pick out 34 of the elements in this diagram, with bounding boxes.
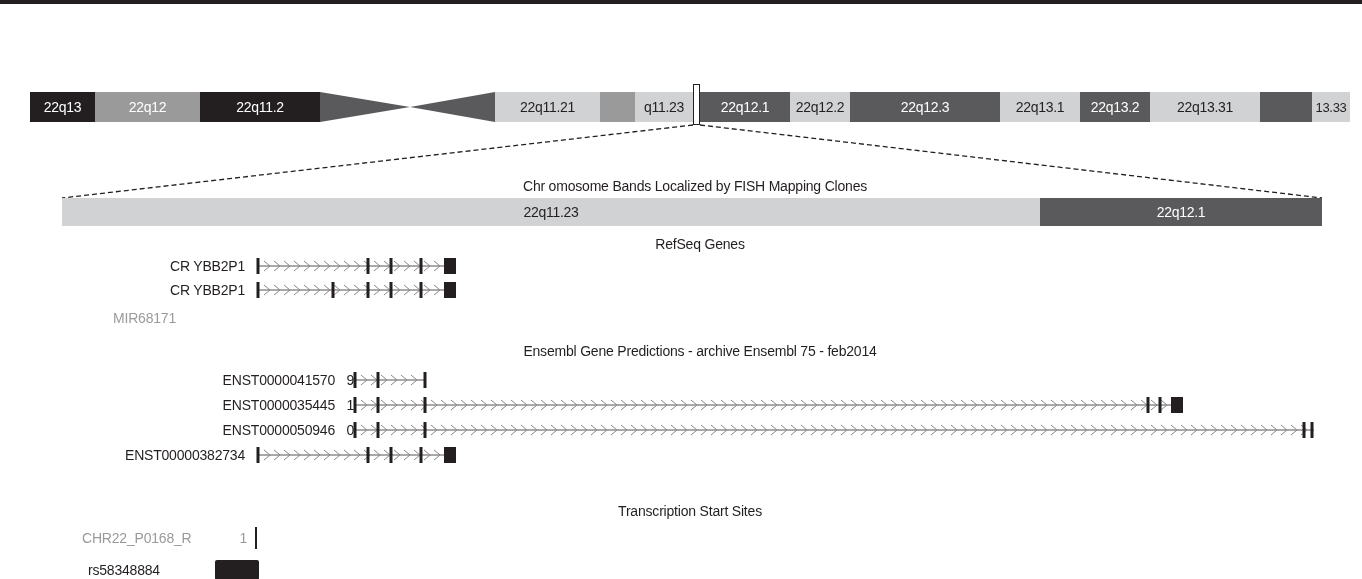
gene-label: CR YBB2P1 [170,282,245,298]
chromosome-band: 22q11.21 [495,92,600,122]
zoom-line [699,124,1323,199]
chromosome-band: 22q13 [30,92,95,122]
chromosome-band: q11.23 [635,92,693,122]
transcript-label: ENST00000382734 [125,447,245,463]
chromosome-band: 22q13.2 [1080,92,1150,122]
transcript-label: 0 [346,422,354,438]
transcript-label: ENST0000035445 [222,397,335,413]
gene-label: CR YBB2P1 [170,258,245,274]
band-segment [600,92,635,122]
chromosome-band: 22q11.2 [200,92,320,122]
band-segment [1260,92,1312,122]
transcript-label: 9 [346,372,354,388]
chromosome-band: 22q11.23 [62,198,1040,226]
chromosome-band: 22q13.1 [1000,92,1080,122]
track-title: Ensembl Gene Predictions - archive Ensembl 75 - feb2014 [523,343,877,359]
gene-label: MIR68171 [113,310,176,326]
transcript-label: ENST0000050946 [222,422,335,438]
site-label: CHR22_P0168_R [82,530,192,546]
transcript-label: 1 [346,397,354,413]
transcript-label: ENST0000041570 [222,372,335,388]
chromosome-band: 13.33 [1312,92,1350,122]
variant-label: rs58348884 [88,562,160,578]
chromosome-band: 22q13.31 [1150,92,1260,122]
chromosome-band: 22q12 [95,92,200,122]
chromosome-band: 22q12.2 [790,92,850,122]
chromosome-band: 22q12.1 [1040,198,1322,226]
chromosome-band: 22q12.1 [700,92,790,122]
site-label: 1 [239,530,247,546]
chromosome-band: 22q12.3 [850,92,1000,122]
highlight-marker [693,84,700,125]
track-title: Transcription Start Sites [618,503,762,519]
zoom-line [61,124,694,199]
